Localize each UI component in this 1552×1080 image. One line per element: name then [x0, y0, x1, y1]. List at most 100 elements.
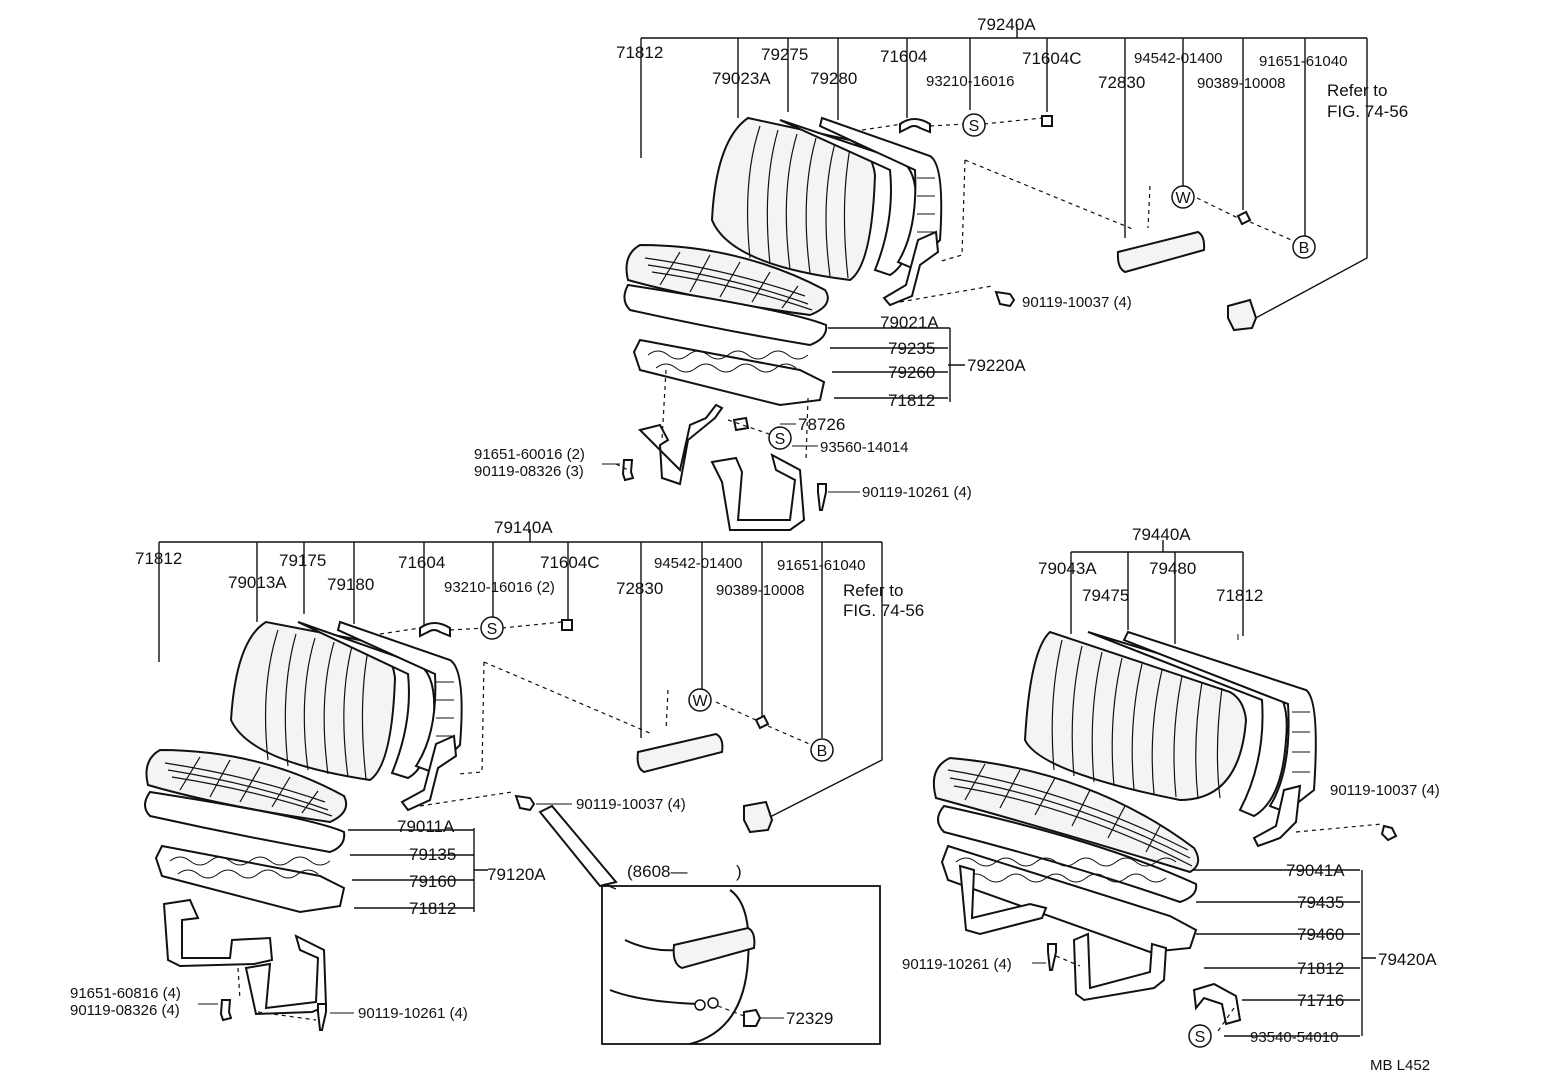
- label-79460: 79460: [1297, 925, 1344, 944]
- seatback-frame: [297, 621, 436, 780]
- seat-hinge-bracket: [400, 734, 458, 812]
- symbol-b-text: B: [817, 743, 828, 760]
- clip-78726: [732, 416, 750, 432]
- bolt-90119-10261-c: [1047, 943, 1057, 971]
- symbol-s-circle-d: [1188, 1024, 1212, 1048]
- label-71812-b: 71812: [888, 391, 935, 410]
- seatback-frame: [779, 119, 918, 277]
- label-90119-08326: 90119-08326 (4): [70, 1002, 180, 1019]
- seat-handle-71604: [419, 622, 451, 638]
- seatback-cushion: [710, 116, 877, 282]
- bolt-90119-08326-a: [621, 459, 635, 482]
- label-79120A: 79120A: [487, 865, 546, 884]
- label-91651-61040: 91651-61040: [777, 557, 865, 574]
- seat-leg-frame-left: [958, 864, 1048, 936]
- detail-inset: (8608— ) 72329: [601, 862, 881, 1045]
- seat-assembly-79440A: S 79440A 79043A 79475 79480 71812 90119-…: [902, 525, 1440, 1048]
- symbol-w-text: W: [1175, 190, 1191, 207]
- bracket-71716: [1192, 982, 1242, 1026]
- label-71604: 71604: [880, 47, 927, 66]
- label-79220A: 79220A: [967, 356, 1026, 375]
- seat-hinge-bracket: [1252, 784, 1302, 848]
- label-93540-54010: 93540-54010: [1250, 1029, 1338, 1046]
- label-79160: 79160: [409, 872, 456, 891]
- bolt-90119-08326-b: [219, 999, 233, 1022]
- label-refer-to: Refer to: [843, 581, 903, 600]
- label-71812: 71812: [1216, 586, 1263, 605]
- label-79021A: 79021A: [880, 313, 939, 332]
- symbol-s-text: S: [487, 621, 498, 638]
- bolt-90119-10261-a: [817, 483, 827, 511]
- seatback-cushion: [229, 620, 397, 782]
- label-90119-10037: 90119-10037 (4): [1022, 294, 1132, 311]
- label-79043A: 79043A: [1038, 559, 1097, 578]
- seat-leg-bracket-right: [244, 934, 328, 1016]
- label-79475: 79475: [1082, 586, 1129, 605]
- label-79140A: 79140A: [494, 518, 553, 537]
- armrest-72830: [636, 732, 724, 774]
- symbol-w-text: W: [692, 693, 708, 710]
- symbol-s-circle-c: [480, 616, 504, 640]
- symbol-s-circle-a: [962, 113, 986, 137]
- label-71604C: 71604C: [540, 553, 600, 572]
- label-72329: 72329: [786, 1009, 833, 1028]
- label-71812: 71812: [135, 549, 182, 568]
- bolt-90389: [754, 714, 770, 730]
- seatback-ribs: [264, 629, 369, 780]
- label-79480: 79480: [1149, 559, 1196, 578]
- label-78726: 78726: [798, 415, 845, 434]
- seat-cushion-ribs: [947, 763, 1193, 867]
- inset-screw-a: [694, 999, 706, 1011]
- armrest-72830: [1116, 230, 1206, 274]
- seatbelt-strap: [538, 804, 618, 888]
- seat-leg-bracket-right: [710, 453, 806, 531]
- label-90389-10008: 90389-10008: [1197, 75, 1285, 92]
- seat-leg-bracket-left: [162, 898, 274, 968]
- label-71604: 71604: [398, 553, 445, 572]
- seat-cushion-ribs: [164, 756, 333, 817]
- label-90119-10037: 90119-10037 (4): [1330, 782, 1440, 799]
- bolt-90119-10261-b: [317, 1003, 327, 1031]
- label-72830: 72830: [1098, 73, 1145, 92]
- seat-assembly-79140A: S W B 79140A 71812 79013A 79175 79180 71…: [70, 518, 924, 1031]
- label-91651-60016: 91651-60016 (2): [474, 446, 585, 463]
- label-fig-74-56: FIG. 74-56: [1327, 102, 1408, 121]
- inset-title-close: ): [736, 862, 742, 881]
- label-90119-10037: 90119-10037 (4): [576, 796, 686, 813]
- seat-leg-bracket-left: [638, 403, 724, 486]
- clip-71604C: [561, 619, 573, 631]
- label-79135: 79135: [409, 845, 456, 864]
- label-79175: 79175: [279, 551, 326, 570]
- seatback-cushion: [1023, 630, 1248, 802]
- label-79240A: 79240A: [977, 15, 1036, 34]
- seat-handle-71604: [899, 118, 931, 134]
- label-refer-to: Refer to: [1327, 81, 1387, 100]
- label-79440A: 79440A: [1132, 525, 1191, 544]
- label-91651-61040: 91651-61040: [1259, 53, 1347, 70]
- diagram-code: MB L452: [1370, 1057, 1430, 1074]
- seatback-ribs: [1051, 639, 1223, 800]
- symbol-b-circle-a: [1292, 235, 1316, 259]
- label-90389-10008: 90389-10008: [716, 582, 804, 599]
- label-79280: 79280: [810, 69, 857, 88]
- bolt-90119-10037-b: [514, 794, 536, 812]
- inset-screw-b: [707, 997, 719, 1009]
- label-79041A: 79041A: [1286, 861, 1345, 880]
- label-79235: 79235: [888, 339, 935, 358]
- label-79023A: 79023A: [712, 69, 771, 88]
- seatback-panel: [336, 620, 463, 774]
- label-94542-01400: 94542-01400: [1134, 50, 1222, 67]
- label-71812-b: 71812: [409, 899, 456, 918]
- seat-spring-frame: [154, 844, 346, 914]
- symbol-s-text: S: [969, 118, 980, 135]
- label-79420A: 79420A: [1378, 950, 1437, 969]
- seat-spring-frame: [940, 844, 1198, 954]
- label-79180: 79180: [327, 575, 374, 594]
- symbol-b-circle-b: [810, 738, 834, 762]
- seat-cushion-ribs: [644, 251, 813, 311]
- inset-title: (8608—: [627, 862, 687, 881]
- label-91651-60816: 91651-60816 (4): [70, 985, 181, 1002]
- seatback-panel: [818, 116, 943, 270]
- seat-pad: [937, 804, 1198, 904]
